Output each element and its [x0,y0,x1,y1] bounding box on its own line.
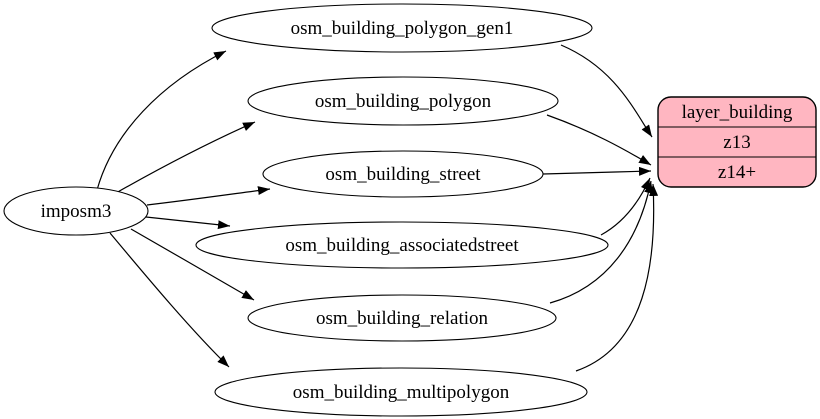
node-osm-building-street-shape [262,150,544,198]
edge-imposm3-to-relation [130,228,255,301]
node-imposm3-shape [3,186,149,236]
edge-imposm3-to-polygon-gen1 [96,50,227,191]
node-osm-building-multipolygon-shape [214,367,588,417]
edge-polygon-to-z14 [546,114,652,166]
edge-relation-to-z14 [549,180,654,304]
node-osm-building-polygon-gen1: osm_building_polygon_gen1 [211,3,593,53]
node-osm-building-polygon-label: osm_building_polygon [315,91,492,112]
node-layer-building-shape [657,96,817,188]
node-osm-building-polygon-gen1-label: osm_building_polygon_gen1 [291,18,514,39]
node-imposm3-label: imposm3 [41,201,112,222]
node-osm-building-relation-label: osm_building_relation [316,308,489,329]
edges-source-to-tables [96,50,271,368]
layer-building-title: layer_building [682,102,793,123]
node-osm-building-relation-shape [247,294,557,342]
node-osm-building-multipolygon-label: osm_building_multipolygon [293,382,510,403]
edges-tables-to-layer [542,44,659,372]
edge-imposm3-to-multipolygon [109,232,230,368]
layer-building-row-z14: z14+ [718,162,756,183]
node-osm-building-polygon-gen1-shape [211,3,593,53]
node-osm-building-polygon-shape [247,76,559,126]
node-osm-building-polygon: osm_building_polygon [247,76,559,126]
layer-building-row-z13: z13 [723,132,750,153]
node-osm-building-associatedstreet-label: osm_building_associatedstreet [285,235,519,256]
node-osm-building-multipolygon: osm_building_multipolygon [214,367,588,417]
node-osm-building-associatedstreet: osm_building_associatedstreet [195,221,609,269]
edge-imposm3-to-associatedstreet [145,216,231,230]
node-layer-building: layer_building z13 z14+ [657,96,817,188]
edge-imposm3-to-street [146,186,271,206]
node-osm-building-street-label: osm_building_street [325,164,481,185]
node-osm-building-street: osm_building_street [262,150,544,198]
node-imposm3: imposm3 [3,186,149,236]
node-osm-building-associatedstreet-shape [195,221,609,269]
edge-multipolygon-to-z14 [575,183,659,372]
edge-polygon-gen1-to-z13 [560,44,653,138]
edge-imposm3-to-polygon [115,121,256,194]
edge-associatedstreet-to-z14 [600,177,651,236]
node-osm-building-relation: osm_building_relation [247,294,557,342]
edge-street-to-z14 [542,166,652,176]
